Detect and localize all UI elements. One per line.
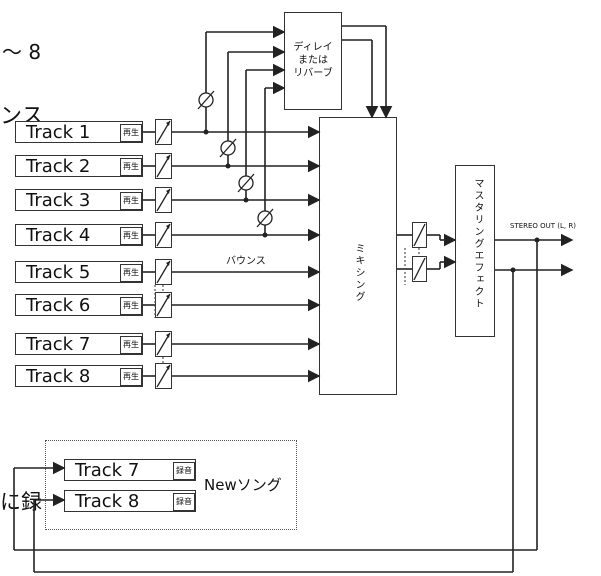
- playback-badge: 再生: [120, 124, 142, 142]
- new-song-track: Track 8 録音: [64, 490, 196, 512]
- record-badge: 録音: [173, 462, 195, 480]
- fader: [155, 222, 172, 248]
- fader: [155, 292, 172, 318]
- playback-badge: 再生: [120, 297, 142, 315]
- track-source: Track 2 再生: [15, 155, 143, 177]
- track-name: Track 5: [26, 262, 91, 283]
- delay-label-line: リバーブ: [293, 68, 333, 79]
- delay-label-line: または: [298, 55, 328, 66]
- mastering-label: マスタリングエフェクト: [472, 178, 483, 310]
- master-fader: [412, 222, 427, 248]
- playback-badge: 再生: [120, 368, 142, 386]
- fader: [155, 259, 172, 285]
- mixing-block: ミキシング: [319, 117, 397, 395]
- playback-badge: 再生: [120, 158, 142, 176]
- playback-badge: 再生: [120, 264, 142, 282]
- track-source: Track 5 再生: [15, 261, 143, 283]
- mastering-effect-block: マスタリングエフェクト: [455, 165, 495, 337]
- delay-label-line: ディレイ: [293, 42, 333, 53]
- track-name: Track 2: [26, 156, 91, 177]
- fader: [155, 331, 172, 357]
- track-source: Track 6 再生: [15, 294, 143, 316]
- track-source: Track 7 再生: [15, 333, 143, 355]
- new-song-track: Track 7 録音: [64, 459, 196, 481]
- track-source: Track 8 再生: [15, 365, 143, 387]
- playback-badge: 再生: [120, 192, 142, 210]
- record-fragment: に録: [0, 490, 42, 514]
- track-source: Track 4 再生: [15, 224, 143, 246]
- fader: [155, 187, 172, 213]
- track-name: Track 7: [26, 334, 91, 355]
- master-fader: [412, 256, 427, 282]
- top-left-fragment: 〜 8: [2, 40, 42, 64]
- track-name: Track 1: [26, 122, 91, 143]
- record-badge: 録音: [173, 493, 195, 511]
- track-name: Track 7: [75, 460, 140, 481]
- track-source: Track 3 再生: [15, 189, 143, 211]
- playback-badge: 再生: [120, 336, 142, 354]
- track-name: Track 3: [26, 190, 91, 211]
- track-name: Track 8: [75, 491, 140, 512]
- playback-badge: 再生: [120, 227, 142, 245]
- bounce-label: バウンス: [226, 256, 266, 267]
- mixing-label: ミキシング: [353, 243, 364, 303]
- new-song-label: Newソング: [204, 476, 282, 494]
- new-song-group: [45, 440, 297, 530]
- delay-reverb-block: ディレイ または リバーブ: [284, 12, 342, 110]
- fader: [155, 119, 172, 145]
- stereo-out-label: STEREO OUT (L, R): [510, 222, 576, 230]
- track-name: Track 8: [26, 366, 91, 387]
- track-name: Track 6: [26, 295, 91, 316]
- track-name: Track 4: [26, 225, 91, 246]
- fader: [155, 153, 172, 179]
- fader: [155, 363, 172, 389]
- track-source: Track 1 再生: [15, 121, 143, 143]
